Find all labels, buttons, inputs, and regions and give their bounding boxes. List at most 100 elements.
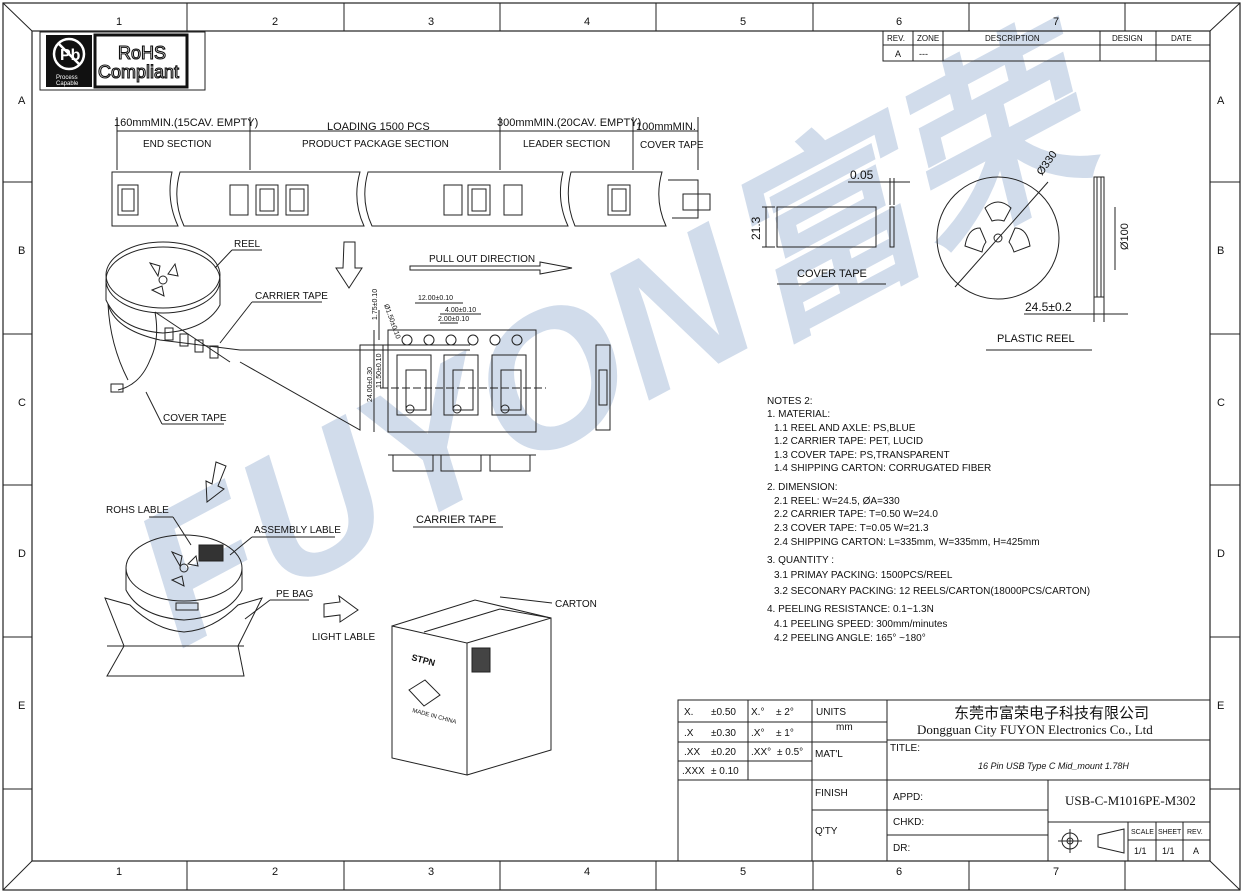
note-1: 1. MATERIAL: <box>767 409 830 420</box>
zone-labels: 1 2 3 4 5 6 7 1 2 3 4 5 6 7 A B C D E A … <box>18 16 1225 878</box>
pe-bag-label: PE BAG <box>276 589 313 600</box>
note-1-2: 1.2 CARRIER TAPE: PET, LUCID <box>774 436 923 447</box>
row-label-a2: A <box>1217 95 1225 107</box>
hub-diameter: Ø100 <box>1119 223 1131 250</box>
tol-3-angle-value: ± 0.5° <box>777 747 803 758</box>
product-section-dim: LOADING 1500 PCS <box>327 121 430 133</box>
rev-value: A <box>895 49 901 59</box>
tol-1-angle-value: ± 2° <box>776 707 794 718</box>
reel-label: REEL <box>234 239 261 250</box>
assembly-label: ASSEMBLY LABLE <box>254 525 341 536</box>
pb-symbol: Pb <box>60 47 81 64</box>
scale-label: SCALE <box>1131 829 1154 836</box>
company-name-en: Dongguan City FUYON Electronics Co., Ltd <box>917 722 1153 737</box>
tol-1-label: X. <box>684 707 693 718</box>
tol-3-label: .XX <box>684 747 700 758</box>
col-label-1b: 1 <box>116 866 122 878</box>
drawing-title: 16 Pin USB Type C Mid_mount 1.78H <box>978 761 1129 771</box>
carton-made: MADE IN CHINA <box>411 708 456 726</box>
watermark: FUYON富荣 <box>100 0 1148 686</box>
col-label-2b: 2 <box>272 866 278 878</box>
revision-table <box>882 30 1211 62</box>
date-header: DATE <box>1171 34 1192 43</box>
drawn-label: DR: <box>893 843 910 854</box>
note-2-3: 2.3 COVER TAPE: T=0.05 W=21.3 <box>774 523 929 534</box>
note-1-4: 1.4 SHIPPING CARTON: CORRUGATED FIBER <box>774 463 991 474</box>
rev-value-block: A <box>1193 846 1199 856</box>
note-1-3: 1.3 COVER TAPE: PS,TRANSPARENT <box>774 450 950 461</box>
center-dim: 11.50±0.10 <box>376 353 383 388</box>
row-label-a: A <box>18 95 26 107</box>
note-4: 4. PEELING RESISTANCE: 0.1~1.3N <box>767 604 934 615</box>
half-pitch-dim: 2.00±0.10 <box>438 316 469 323</box>
title-block <box>677 699 1211 862</box>
col-label-2: 2 <box>272 16 278 28</box>
note-2-1: 2.1 REEL: W=24.5, ØA=330 <box>774 496 900 507</box>
cover-tape-thickness: 0.05 <box>850 168 874 182</box>
carrier-tape-drawing <box>373 302 611 472</box>
col-label-4: 4 <box>584 16 590 28</box>
row-label-c2: C <box>1217 397 1225 409</box>
tol-1-angle: X.° <box>751 707 764 718</box>
note-2-4: 2.4 SHIPPING CARTON: L=335mm, W=335mm, H… <box>774 537 1040 548</box>
pull-out-direction: PULL OUT DIRECTION <box>429 254 535 265</box>
design-header: DESIGN <box>1112 34 1143 43</box>
material-label: MAT'L <box>815 749 843 760</box>
hole-pitch-dim: 4.00±0.10 <box>445 307 476 314</box>
units-label: UNITS <box>816 707 846 718</box>
part-number: USB-C-M1016PE-M302 <box>1065 793 1196 808</box>
cover-tape-dim: 100mmMIN. <box>636 121 696 133</box>
col-label-6: 6 <box>896 16 902 28</box>
checked-label: CHKD: <box>893 817 924 828</box>
rev-header: REV. <box>887 34 905 43</box>
zone-value: --- <box>919 49 928 59</box>
col-label-5: 5 <box>740 16 746 28</box>
col-label-3b: 3 <box>428 866 434 878</box>
note-3-1: 3.1 PRIMAY PACKING: 1500PCS/REEL <box>774 570 953 581</box>
pitch-dim: 12.00±0.10 <box>418 295 453 302</box>
product-section-name: PRODUCT PACKAGE SECTION <box>302 139 449 150</box>
carrier-tape-label: CARRIER TAPE <box>255 291 328 302</box>
col-label-7b: 7 <box>1053 866 1059 878</box>
sheet-value: 1/1 <box>1162 846 1175 856</box>
col-label-5b: 5 <box>740 866 746 878</box>
leader-section-dim: 300mmMIN.(20CAV. EMPTY) <box>497 117 641 129</box>
scale-value: 1/1 <box>1134 846 1147 856</box>
title-label: TITLE: <box>890 743 920 754</box>
tol-4-value: ± 0.10 <box>711 766 739 777</box>
notes-title: NOTES 2: <box>767 396 813 407</box>
tol-4-label: .XXX <box>682 766 705 777</box>
tol-1-value: ±0.50 <box>711 707 736 718</box>
rohs-logo-block: Pb Process Capable RoHS Compliant <box>39 31 206 91</box>
company-name-cn: 东莞市富荣电子科技有限公司 <box>954 704 1149 722</box>
arrow-down-left-icon <box>205 461 227 503</box>
plastic-reel-title: PLASTIC REEL <box>997 333 1075 345</box>
quantity-label: Q'TY <box>815 826 838 837</box>
note-3: 3. QUANTITY : <box>767 555 834 566</box>
hole-dia-dim: Ø1.50±0.10 <box>382 303 401 340</box>
no-lead-icon <box>52 37 86 71</box>
plastic-reel-drawing <box>936 176 1128 322</box>
watermark-text: FUYON富荣 <box>100 0 1148 686</box>
rohs-line1: RoHS <box>118 43 166 63</box>
pb-line2: Capable <box>56 81 79 87</box>
units-value: mm <box>836 722 853 733</box>
end-section-name: END SECTION <box>143 139 211 150</box>
end-section-dim: 160mmMIN.(15CAV. EMPTY) <box>114 117 258 129</box>
tol-2-angle: .X° <box>751 728 764 739</box>
tol-3-value: ±0.20 <box>711 747 736 758</box>
row-label-c: C <box>18 397 26 409</box>
col-label-1: 1 <box>116 16 122 28</box>
carton-drawing <box>391 596 553 776</box>
rev-label: REV. <box>1187 829 1203 836</box>
edge-dim: 1.75±0.10 <box>372 289 379 320</box>
notes: NOTES 2: 1. MATERIAL: 1.1 REEL AND AXLE:… <box>767 396 1090 644</box>
carrier-tape-title: CARRIER TAPE <box>416 514 496 526</box>
tol-2-value: ±0.30 <box>711 728 736 739</box>
row-label-e2: E <box>1217 700 1224 712</box>
arrow-right-icon <box>323 594 359 623</box>
tol-2-angle-value: ± 1° <box>776 728 794 739</box>
finish-label: FINISH <box>815 788 848 799</box>
note-2: 2. DIMENSION: <box>767 482 838 493</box>
